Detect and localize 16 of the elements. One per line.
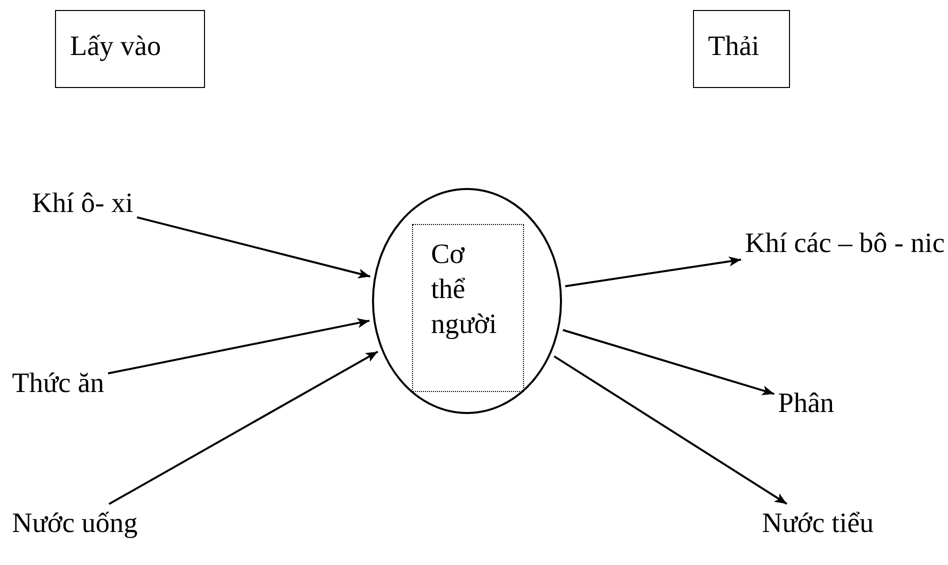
input-label: Nước uống — [12, 506, 138, 541]
arrow — [136, 216, 370, 278]
input-label: Khí ô- xi — [32, 186, 134, 221]
body-ellipse — [372, 188, 562, 414]
arrow — [565, 256, 742, 288]
body-label-box: Cơ thể người — [412, 224, 524, 392]
output-label: Nước tiểu — [762, 506, 874, 541]
heading-box: Lấy vào — [55, 10, 205, 88]
output-label: Phân — [778, 386, 834, 421]
arrow — [108, 350, 378, 505]
arrow — [562, 329, 774, 396]
arrow — [108, 318, 370, 374]
arrow — [554, 355, 788, 505]
input-label: Thức ăn — [12, 366, 104, 401]
heading-box: Thải — [693, 10, 790, 88]
output-label: Khí các – bô - nic — [745, 226, 948, 261]
